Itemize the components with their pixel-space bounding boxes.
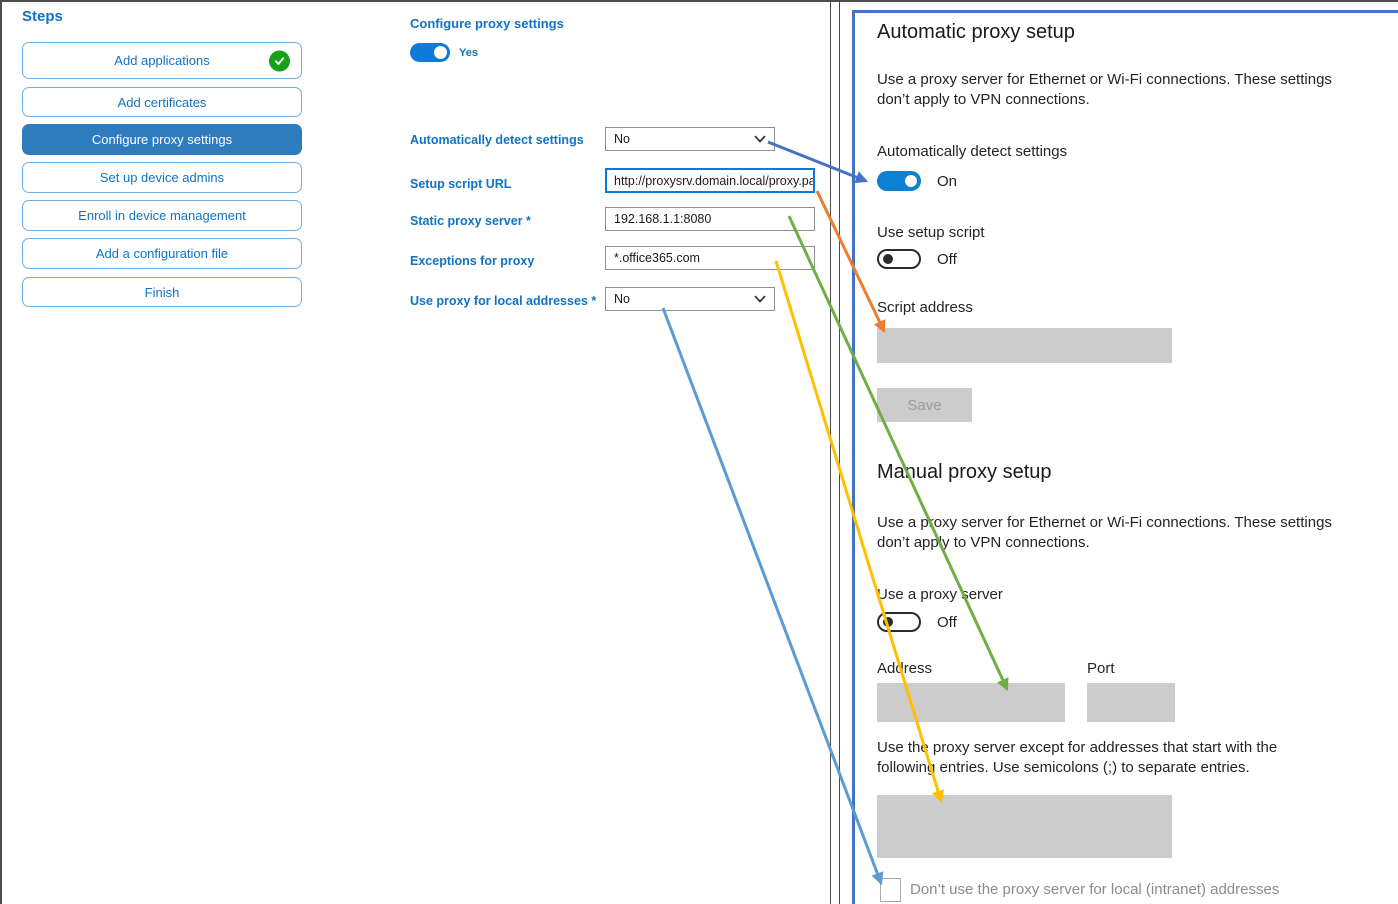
steps-title: Steps: [22, 8, 63, 25]
use-proxy-server-label: Use a proxy server: [877, 586, 1003, 603]
field-label-use-proxy-local: Use proxy for local addresses *: [410, 294, 597, 308]
toggle-knob: [883, 617, 893, 627]
use-setup-script-toggle-state: Off: [937, 250, 957, 268]
script-address-label: Script address: [877, 299, 973, 316]
input-value: http://proxysrv.domain.local/proxy.pa: [614, 173, 815, 188]
step-label: Finish: [144, 284, 180, 300]
local-addresses-checkbox-label: Don’t use the proxy server for local (in…: [910, 881, 1280, 898]
setup-script-url-input[interactable]: http://proxysrv.domain.local/proxy.pa: [605, 168, 815, 193]
step-set-up-device-admins[interactable]: Set up device admins: [22, 162, 302, 193]
step-add-applications[interactable]: Add applications: [22, 42, 302, 79]
detect-settings-dropdown[interactable]: No: [605, 127, 775, 151]
step-label: Configure proxy settings: [91, 132, 233, 147]
detect-settings-toggle[interactable]: [877, 171, 921, 191]
toggle-knob: [905, 175, 917, 187]
step-configure-proxy-settings[interactable]: Configure proxy settings: [22, 124, 302, 155]
field-label-exceptions-for-proxy: Exceptions for proxy: [410, 254, 535, 268]
use-proxy-server-toggle[interactable]: [877, 612, 921, 632]
toggle-knob: [434, 46, 447, 59]
input-value: 192.168.1.1:8080: [614, 212, 712, 226]
local-addresses-checkbox[interactable]: [880, 878, 901, 902]
step-label: Add a configuration file: [95, 246, 229, 261]
static-proxy-server-input[interactable]: 192.168.1.1:8080: [605, 207, 815, 231]
chevron-down-icon: [754, 135, 766, 143]
dropdown-value: No: [614, 132, 630, 146]
step-label: Add certificates: [117, 94, 207, 110]
arrow-local-addresses-mapping: [661, 307, 884, 886]
configure-proxy-toggle-state: Yes: [459, 47, 478, 59]
input-value: *.office365.com: [614, 251, 700, 265]
script-address-input[interactable]: [877, 328, 1172, 363]
step-finish[interactable]: Finish: [22, 277, 302, 307]
address-input[interactable]: [877, 683, 1065, 722]
step-label: Add applications: [114, 53, 210, 68]
toggle-knob: [883, 254, 893, 264]
use-proxy-server-toggle-state: Off: [937, 613, 957, 631]
use-setup-script-label: Use setup script: [877, 224, 985, 241]
windows-proxy-settings-panel: Automatic proxy setup Use a proxy server…: [852, 10, 1398, 904]
local-addresses-checkbox-row: Don’t use the proxy server for local (in…: [880, 878, 1398, 902]
field-label-detect-settings: Automatically detect settings: [410, 133, 584, 147]
step-enroll-in-device-management[interactable]: Enroll in device management: [22, 200, 302, 231]
step-label: Set up device admins: [99, 170, 225, 185]
step-add-certificates[interactable]: Add certificates: [22, 87, 302, 117]
detect-settings-label: Automatically detect settings: [877, 143, 1068, 160]
address-label: Address: [877, 660, 933, 677]
pane-divider-line: [839, 0, 840, 904]
port-label: Port: [1087, 660, 1115, 677]
use-setup-script-toggle[interactable]: [877, 249, 921, 269]
use-proxy-local-dropdown[interactable]: No: [605, 287, 775, 311]
chevron-down-icon: [754, 295, 766, 303]
step-add-a-configuration-file[interactable]: Add a configuration file: [22, 238, 302, 269]
field-label-static-proxy-server: Static proxy server *: [410, 214, 531, 228]
check-icon: [274, 56, 285, 65]
step-label: Enroll in device management: [78, 208, 246, 223]
port-input[interactable]: [1087, 683, 1175, 722]
outer-frame-left: [0, 0, 2, 904]
proxy-exceptions-input[interactable]: [877, 795, 1172, 858]
outer-frame-top: [0, 0, 1398, 2]
pane-divider-line: [830, 0, 831, 904]
manual-proxy-description: Use a proxy server for Ethernet or Wi-Fi…: [877, 514, 1332, 551]
step-done-badge: [269, 50, 290, 71]
automatic-proxy-setup-title: Automatic proxy setup: [877, 21, 1075, 43]
proxy-exceptions-help-text: Use the proxy server except for addresse…: [877, 739, 1278, 776]
exceptions-for-proxy-input[interactable]: *.office365.com: [605, 246, 815, 270]
form-title: Configure proxy settings: [410, 16, 564, 31]
dropdown-value: No: [614, 292, 630, 306]
automatic-proxy-description: Use a proxy server for Ethernet or Wi-Fi…: [877, 71, 1332, 108]
field-label-setup-script-url: Setup script URL: [410, 177, 512, 191]
save-button[interactable]: Save: [877, 388, 972, 422]
configure-proxy-toggle[interactable]: [410, 43, 450, 62]
detect-settings-toggle-state: On: [937, 172, 958, 190]
manual-proxy-setup-title: Manual proxy setup: [877, 461, 1052, 483]
